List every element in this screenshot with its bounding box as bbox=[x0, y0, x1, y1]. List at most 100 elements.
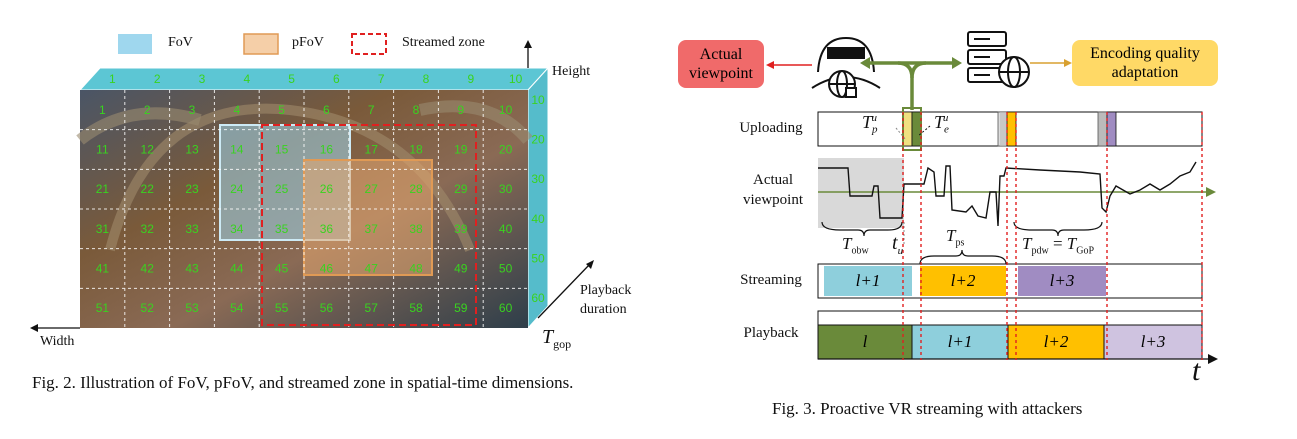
streaming-seg-2 bbox=[920, 266, 1006, 296]
grid-cell-number: 45 bbox=[275, 262, 289, 276]
grid-cell-number: 50 bbox=[499, 262, 513, 276]
grid-cell-number: 7 bbox=[368, 103, 375, 117]
encoding-quality-box: Encoding quality adaptation bbox=[1072, 40, 1218, 86]
grid-cell-number: 30 bbox=[499, 182, 513, 196]
top-face-cell-number: 7 bbox=[378, 72, 385, 86]
grid-cell-number: 3 bbox=[189, 103, 196, 117]
grid-cell-number: 32 bbox=[141, 222, 155, 236]
grid-cell-number: 11 bbox=[96, 143, 109, 157]
playback-label-3: l+2 bbox=[1043, 332, 1069, 351]
grid-cell-number: 33 bbox=[185, 222, 199, 236]
playback-seg-2 bbox=[911, 324, 1009, 360]
grid-cell-number: 12 bbox=[141, 143, 155, 157]
axis-playback-label-1: Playback bbox=[580, 283, 632, 298]
grid-cell-number: 14 bbox=[230, 143, 244, 157]
axis-playback-label-2: duration bbox=[580, 302, 627, 317]
legend-streamed-label: Streamed zone bbox=[402, 35, 485, 50]
grid-cell-number: 19 bbox=[454, 143, 468, 157]
tgop-label: Tgop bbox=[542, 326, 572, 351]
side-face-cell-number: 40 bbox=[531, 212, 545, 226]
top-face-cell-number: 3 bbox=[199, 72, 206, 86]
grid-cell-number: 25 bbox=[275, 182, 289, 196]
top-face-cell-number: 5 bbox=[288, 72, 295, 86]
grid-cell-number: 5 bbox=[278, 103, 285, 117]
playback-seg-4 bbox=[1103, 324, 1203, 360]
legend-streamed-swatch bbox=[351, 33, 387, 55]
grid-cell-number: 39 bbox=[454, 222, 468, 236]
axis-height-label: Height bbox=[552, 64, 591, 79]
grid-cell-number: 37 bbox=[365, 222, 379, 236]
row-label-actual-viewpoint: Actual viewpoint bbox=[743, 172, 803, 208]
grid-cell-number: 46 bbox=[320, 262, 334, 276]
grid-cell-number: 38 bbox=[409, 222, 423, 236]
attacker-icon bbox=[811, 36, 881, 98]
top-face-cell-number: 1 bbox=[109, 72, 116, 86]
grid-cell-number: 9 bbox=[457, 103, 464, 117]
playback-label-1: l bbox=[862, 332, 868, 351]
fig3-diagram bbox=[766, 31, 1218, 364]
row-label-playback: Playback bbox=[743, 325, 799, 341]
grid-cell-number: 20 bbox=[499, 143, 513, 157]
legend-pfov-swatch bbox=[243, 33, 279, 55]
legend-pfov-label: pFoV bbox=[292, 35, 324, 50]
legend-fov-swatch bbox=[118, 34, 152, 54]
streaming-label-3: l+3 bbox=[1049, 271, 1075, 290]
row-label-streaming: Streaming bbox=[740, 272, 802, 288]
grid-cell-number: 26 bbox=[320, 182, 334, 196]
grid-cell-number: 57 bbox=[365, 301, 379, 315]
symbol-tps: Tps bbox=[946, 226, 965, 249]
grid-cell-number: 2 bbox=[144, 103, 151, 117]
grid-cell-number: 13 bbox=[185, 143, 199, 157]
streamed-zone bbox=[261, 124, 477, 326]
grid-cell-number: 4 bbox=[233, 103, 240, 117]
top-face-cell-number: 9 bbox=[467, 72, 474, 86]
streaming-seg-1 bbox=[824, 266, 912, 296]
grid-cell-number: 48 bbox=[409, 262, 423, 276]
side-face-cell-number: 50 bbox=[531, 252, 545, 266]
side-face-cell-number: 30 bbox=[531, 172, 545, 186]
grid-cell-number: 54 bbox=[230, 301, 244, 315]
grid-cell-number: 41 bbox=[96, 262, 110, 276]
top-face-cell-number: 10 bbox=[509, 72, 523, 86]
playback-seg-3 bbox=[1007, 324, 1105, 360]
time-axis-label: t bbox=[1192, 354, 1201, 387]
grid-cell-number: 16 bbox=[320, 143, 334, 157]
grid-cell-number: 55 bbox=[275, 301, 289, 315]
server-icon bbox=[967, 31, 1030, 88]
grid-cell-number: 42 bbox=[141, 262, 155, 276]
symbol-tu: tu bbox=[892, 232, 904, 257]
grid-cell-number: 58 bbox=[409, 301, 423, 315]
grid-cell-number: 27 bbox=[365, 182, 379, 196]
symbol-tpu: Tpu bbox=[862, 112, 878, 136]
symbol-tobw: Tobw bbox=[842, 234, 869, 257]
grid-cell-number: 35 bbox=[275, 222, 289, 236]
side-face-cell-number: 60 bbox=[531, 291, 545, 305]
top-face-cell-number: 6 bbox=[333, 72, 340, 86]
grid-cell-number: 40 bbox=[499, 222, 513, 236]
grid-cell-number: 24 bbox=[230, 182, 244, 196]
grid-cell-number: 17 bbox=[365, 143, 379, 157]
top-face-cell-number: 8 bbox=[423, 72, 430, 86]
grid-cell-number: 10 bbox=[499, 103, 513, 117]
axis-width-label: Width bbox=[40, 334, 75, 349]
grid-cell-number: 59 bbox=[454, 301, 468, 315]
top-face-cell-number: 4 bbox=[243, 72, 250, 86]
grid-cell-number: 47 bbox=[365, 262, 379, 276]
grid-cell-number: 53 bbox=[185, 301, 199, 315]
symbol-tpdw-eq-tgop: Tpdw = TGoP bbox=[1022, 234, 1095, 257]
grid-cell-number: 52 bbox=[141, 301, 155, 315]
top-face-cell-number: 2 bbox=[154, 72, 161, 86]
grid-cell-number: 18 bbox=[409, 143, 423, 157]
grid-cell-number: 36 bbox=[320, 222, 334, 236]
fig3-caption: Fig. 3. Proactive VR streaming with atta… bbox=[772, 399, 1083, 418]
legend-fov-label: FoV bbox=[168, 35, 193, 50]
side-face-cell-number: 20 bbox=[531, 133, 545, 147]
grid-cell-number: 60 bbox=[499, 301, 513, 315]
playback-seg-1 bbox=[817, 324, 913, 360]
pfov-region bbox=[303, 159, 433, 276]
grid-cell-number: 49 bbox=[454, 262, 468, 276]
playback-label-4: l+3 bbox=[1140, 332, 1166, 351]
grid-cell-number: 22 bbox=[141, 182, 155, 196]
streaming-seg-3 bbox=[1018, 266, 1106, 296]
